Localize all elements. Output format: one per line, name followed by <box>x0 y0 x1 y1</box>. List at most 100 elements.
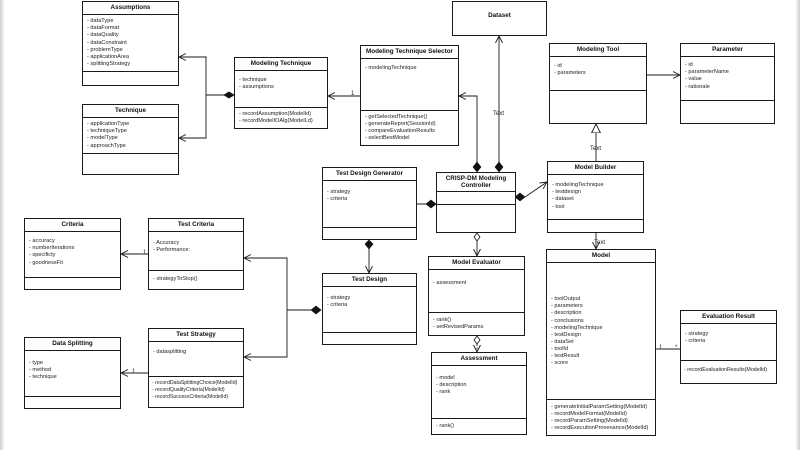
attribute-item: - method <box>29 367 52 374</box>
class-name: Model <box>547 250 655 264</box>
operation-item: - recordEvaluationResults(ModelId) <box>684 367 768 374</box>
connector-technique-assumptions <box>179 57 207 95</box>
class-evaluation-result[interactable]: Evaluation Result - strategy - criteria … <box>680 310 777 384</box>
attribute-item: - strategy <box>327 295 351 302</box>
class-model[interactable]: Model - toolOutput - parameters - descri… <box>546 249 656 436</box>
association-model-text: Text <box>594 240 606 246</box>
class-name: Data Splitting <box>25 338 120 352</box>
attribute-item: - toolOutput <box>551 296 581 303</box>
association-tool-text: Text <box>590 146 602 152</box>
attribute-item: - rationale <box>685 83 710 90</box>
attribute-item: - criteria <box>327 196 348 203</box>
operation-item: - recordExecutionProvenance(ModelId) <box>551 424 649 431</box>
class-modeling-technique-selector[interactable]: Modeling Technique Selector - modelingTe… <box>360 45 459 146</box>
class-model-builder[interactable]: Model Builder - modelingTechnique - test… <box>547 161 644 233</box>
operations-section: - generateInitialParamSetting(ModelId) -… <box>547 400 655 435</box>
attribute-item: - id <box>554 63 562 70</box>
attribute-item: - numberIterations <box>29 245 75 252</box>
operations-section: - getSelectedTechnique() - generateRepor… <box>361 111 458 145</box>
class-test-criteria[interactable]: Test Criteria - Accuracy - Performance: … <box>148 218 244 290</box>
attribute-item: - description <box>436 382 467 389</box>
attribute-item: - criteria <box>685 338 706 345</box>
class-assumptions[interactable]: Assumptions - dataType - dataFormat - da… <box>82 1 179 86</box>
attribute-item: - techniqueType <box>87 128 127 135</box>
attribute-item: - tool <box>552 203 565 210</box>
class-technique[interactable]: Technique - applicationType - techniqueT… <box>82 104 179 175</box>
attribute-item: - description <box>551 310 582 317</box>
attribute-item: - technique <box>239 77 267 84</box>
class-assessment[interactable]: Assessment - model - description - rank … <box>431 352 527 435</box>
attributes-section: - modelingTechnique <box>361 59 458 111</box>
diamond-tdg-testdesign <box>364 239 374 250</box>
attribute-item: - testResult <box>551 352 580 359</box>
operations-section: - rank() <box>432 419 526 434</box>
class-crisp-dm-controller[interactable]: CRISP-DM Modeling Controller <box>436 172 516 233</box>
connector-testdesign-strategy <box>244 309 312 357</box>
attribute-item: - applicationArea <box>87 53 129 60</box>
class-parameter[interactable]: Parameter - id - parameterName - value -… <box>680 43 775 124</box>
operation-item: - setRevisedParams <box>433 324 484 331</box>
attributes-section: - model - description - rank <box>432 366 526 420</box>
class-name: Criteria <box>25 219 120 233</box>
multiplicity-selector-one: 1 <box>351 91 355 97</box>
operations-section: - recordAssumption(ModelId) - recordMode… <box>235 108 327 128</box>
connector-controller-builder <box>524 182 547 198</box>
attribute-item: - Performance: <box>153 247 190 254</box>
multiplicity-eval-many: * <box>675 345 678 351</box>
attribute-item: - accuracy <box>29 238 55 245</box>
class-test-design[interactable]: Test Design - strategy - criteria <box>322 273 417 345</box>
class-test-strategy[interactable]: Test Strategy - datasplitting - recordDa… <box>148 328 244 408</box>
attribute-item: - model <box>436 375 455 382</box>
attributes-section: - assessment <box>429 270 524 314</box>
diamond-controller-selector <box>472 161 482 173</box>
operation-item: - selectBestModel <box>365 134 410 141</box>
attribute-item: - rank <box>436 389 451 396</box>
attributes-section: - toolOutput - parameters - description … <box>547 263 655 400</box>
attribute-item: - type <box>29 360 43 367</box>
class-name: Test Design Generator <box>323 168 416 182</box>
class-name: Test Strategy <box>149 329 243 343</box>
class-name: Evaluation Result <box>681 311 776 325</box>
attributes-section: - dataType - dataFormat - dataQuality - … <box>83 15 178 72</box>
class-test-design-generator[interactable]: Test Design Generator - strategy - crite… <box>322 167 417 240</box>
diamond-controller-builder <box>514 192 526 202</box>
operation-item: - recordDataSplittingChoice(ModelId) <box>152 380 238 387</box>
attributes-section: - applicationType - techniqueType - mode… <box>83 118 178 154</box>
attribute-item: - datasplitting <box>153 349 187 356</box>
attribute-item: - parameterName <box>685 69 729 76</box>
attribute-item: - strategy <box>327 189 351 196</box>
attribute-item: - modelType <box>87 135 118 142</box>
class-name: Assessment <box>432 353 526 367</box>
class-dataset[interactable]: Dataset <box>452 1 547 36</box>
attribute-item: - assumptions <box>239 84 274 91</box>
association-dataset-text: Text <box>493 111 505 117</box>
attribute-item: - approachType <box>87 142 126 149</box>
class-name: Modeling Technique Selector <box>361 46 458 60</box>
attribute-item: - criteria <box>327 302 348 309</box>
operations-section <box>681 101 774 123</box>
connector-testdesign-criteria <box>244 258 312 311</box>
attribute-item: - dataQuality <box>87 32 119 39</box>
class-criteria[interactable]: Criteria - accuracy - numberIterations -… <box>24 218 121 290</box>
class-name: Model Evaluator <box>429 257 524 271</box>
class-data-splitting[interactable]: Data Splitting - type - method - techniq… <box>24 337 121 409</box>
multiplicity-criteria-one: 1 <box>143 250 147 256</box>
operation-item: - generateInitialParamSetting(ModelId) <box>551 403 648 410</box>
class-model-evaluator[interactable]: Model Evaluator - assessment - rank() - … <box>428 256 525 336</box>
operation-item: - recordSuccessCriteria(ModelId) <box>152 394 229 401</box>
class-name: Modeling Technique <box>235 58 327 72</box>
attribute-item: - dataFormat <box>87 25 120 32</box>
attribute-item: - problemType <box>87 46 123 53</box>
operations-section <box>83 72 178 85</box>
multiplicity-eval-one: 1 <box>659 345 663 351</box>
operations-section <box>83 154 178 174</box>
connector-controller-selector <box>459 96 478 163</box>
class-modeling-tool[interactable]: Modeling Tool - id - parameters <box>549 43 647 124</box>
diamond-controller-tdg <box>425 199 437 209</box>
attributes-section: - technique - assumptions <box>235 71 327 108</box>
operations-section <box>323 333 416 344</box>
attributes-section: - strategy - criteria <box>681 324 776 362</box>
diamond-modeling-technique <box>223 91 235 99</box>
class-modeling-technique[interactable]: Modeling Technique - technique - assumpt… <box>234 57 328 129</box>
